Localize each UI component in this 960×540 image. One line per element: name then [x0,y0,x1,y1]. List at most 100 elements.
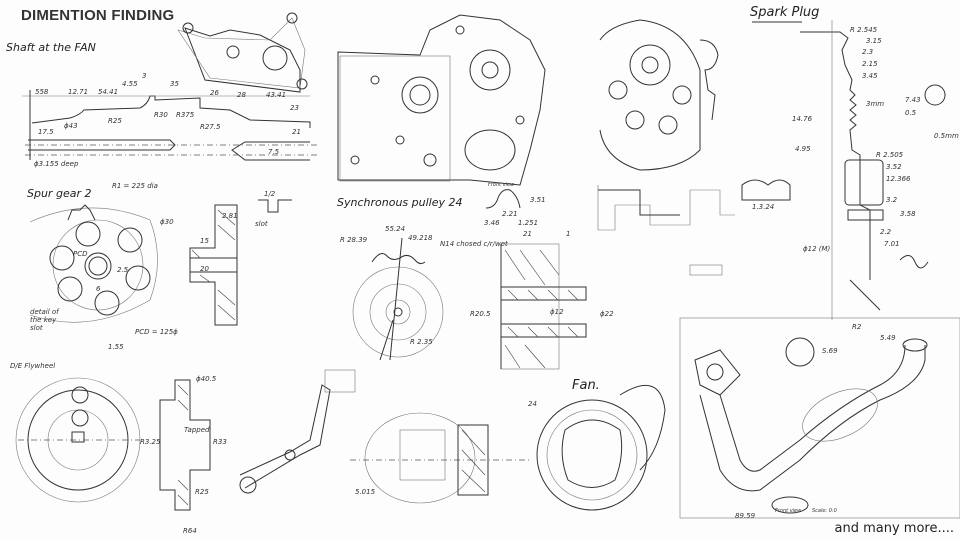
dim: PCD [73,250,88,258]
dim: 3 [142,72,147,80]
dim: 55.24 [385,225,406,233]
dim: R 28.39 [340,236,368,244]
dim: 3.45 [862,72,878,80]
section-label-spur-gear: Spur gear 2 [27,187,92,200]
dim: R33 [213,438,227,446]
hub-sketch [597,19,791,276]
dim: 2.15 [862,60,878,68]
dim: R64 [183,527,197,535]
shaft-sketch [22,90,320,161]
dim: 17.5 [38,128,54,136]
dim: slot [255,220,268,228]
dim: 5.015 [355,488,376,496]
lever-sketch [239,369,356,494]
dim: ϕ40.5 [196,375,217,383]
dim: ϕ12 [550,308,564,316]
dim: 3.46 [484,219,500,227]
dim: detail of the key slot [30,308,59,332]
dim: 12.366 [886,175,911,183]
dim: 0.5 [905,109,917,117]
fan-sketch [536,385,666,511]
dim: 3mm [866,100,885,108]
dim: R27.5 [200,123,221,131]
dim: PCD = 125ϕ [135,328,178,336]
dim: 21 [292,128,301,136]
dim: ϕ3.155 deep [34,160,79,168]
dim: 1.55 [108,343,124,351]
dim: 54.41 [98,88,119,96]
dim: R 2.35 [410,338,433,346]
dim: 3.51 [530,196,546,204]
dim: 3.15 [866,37,882,45]
dim: 2.81 [222,212,238,220]
dim: 2.2 [880,228,892,236]
dim: 20 [200,265,209,273]
dim: ϕ12 (M) [803,245,831,253]
dim: 1.3.24 [752,203,775,211]
dim: 23 [290,104,299,112]
dim: Tapped [184,426,210,434]
dim: ϕ43 [64,122,78,130]
pulley-sketch [352,189,587,370]
dim: 0.5mm [934,132,959,140]
dim: 7.01 [884,240,900,248]
fan-housing-sketch [350,412,530,504]
dim: N14 chosed c/r/wet [440,240,508,248]
section-label-flywheel: D/E Flywheel [10,362,56,370]
dim: Front view [775,508,802,514]
dim: R3.25 [140,438,161,446]
section-label-shaft: Shaft at the FAN [6,41,96,54]
dim: 1 [566,230,571,238]
dim: 49.218 [408,234,433,242]
dim: R20.5 [470,310,491,318]
dim: R 2.545 [850,26,878,34]
dim: 5.49 [880,334,896,342]
dim: 3.58 [900,210,916,218]
housing-sketch [337,14,546,186]
bracket-sketch [177,12,308,93]
dim: 28 [237,91,246,99]
spur-gear-sketch [29,199,292,326]
dim: 7.5 [268,148,280,156]
dim: 6 [96,285,101,293]
dim: ϕ22 [600,310,614,318]
dim: 1/2 [264,190,276,198]
dim: 3.2 [886,196,898,204]
dim: R2 [852,323,862,331]
exhaust-sketch [679,317,960,519]
dim: 35 [170,80,179,88]
dim: 2.3 [862,48,874,56]
dim: R25 [195,488,209,496]
dim: S.69 [822,347,838,355]
dim: 14.76 [792,115,813,123]
section-label-fan: Fan. [572,378,600,393]
page-title: DIMENTION FINDING [21,7,175,24]
dim: 43.41 [266,91,287,99]
dim: R1 = 225 dia [112,182,158,190]
dim: R25 [108,117,122,125]
footer-caption: and many more.... [834,521,955,536]
dim: ϕ30 [160,218,174,226]
spark-plug-sketch [752,20,946,320]
dim: Front view [488,182,515,188]
dim: 4.55 [122,80,138,88]
dim: 3.52 [886,163,902,171]
dim: 7.43 [905,96,921,104]
flywheel-sketch [15,377,211,511]
section-label-spark-plug: Spark Plug [750,5,820,20]
dim: 558 [35,88,49,96]
dim: 21 [523,230,532,238]
dim: 2.21 [502,210,518,218]
dim: Scale: 0:0 [812,508,837,514]
dim: R375 [176,111,195,119]
dim: 24 [528,400,537,408]
section-label-pulley: Synchronous pulley 24 [337,196,463,209]
dim: R 2.505 [876,151,904,159]
dim: 15 [200,237,209,245]
dim: 89.59 [735,512,756,520]
dim: 26 [210,89,219,97]
dim: 1.251 [518,219,539,227]
dim: 2.5 [117,266,129,274]
